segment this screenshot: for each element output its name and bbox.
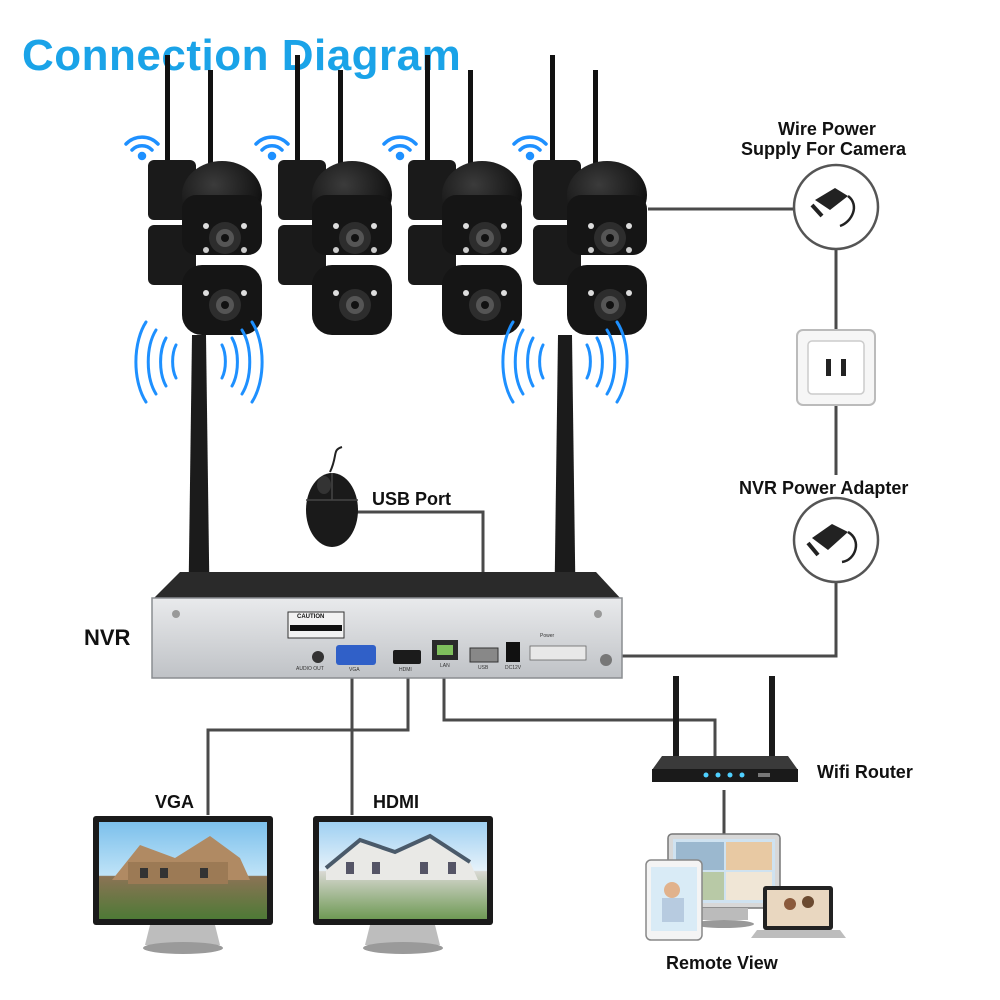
nvr-label: NVR	[84, 625, 131, 650]
nvr-box	[151, 572, 623, 679]
wire-power-label: Wire Power	[778, 119, 876, 139]
dc-port-label: DC12V	[505, 665, 522, 671]
camera-icon	[278, 55, 392, 335]
tablet-icon	[645, 859, 703, 941]
power-adapter-icon	[792, 496, 880, 584]
connection-lines	[206, 207, 838, 836]
lan-router-cable	[442, 656, 717, 760]
camera-icon	[533, 55, 647, 335]
cameras	[148, 55, 647, 335]
monitor-icon	[93, 816, 273, 954]
hdmi-port-label: HDMI	[399, 667, 412, 673]
supply-for-camera-label: Supply For Camera	[741, 139, 907, 159]
audio-out-port-label: AUDIO OUT	[296, 666, 324, 672]
camera-icon	[148, 55, 262, 335]
wifi-signal-icons	[124, 135, 548, 161]
camera-icon	[408, 55, 522, 335]
monitor-icon	[313, 816, 493, 954]
vga-label: VGA	[155, 792, 195, 812]
wifi-signal-icon	[254, 135, 290, 161]
wifi-router-label: Wifi Router	[817, 762, 913, 782]
lan-port-label: LAN	[440, 663, 450, 669]
diagram-title: Connection Diagram	[22, 31, 462, 80]
hdmi-label: HDMI	[373, 792, 419, 812]
nvr-power-adapter-label: NVR Power Adapter	[739, 478, 909, 498]
vga-port-label: VGA	[349, 667, 360, 673]
wifi-signal-icon	[512, 135, 548, 161]
remote-view-label: Remote View	[666, 953, 778, 973]
usb-port-label: USB Port	[372, 489, 452, 509]
wifi-signal-icon	[124, 135, 160, 161]
nvr-power-cable	[520, 583, 838, 658]
nvr-signal-waves	[134, 320, 629, 404]
wifi-signal-icon	[382, 135, 418, 161]
wall-socket-icon	[796, 329, 876, 406]
power-mark-label: Power	[540, 633, 555, 639]
power-adapter-icon	[792, 163, 880, 251]
usb-port-panel-label: USB	[478, 665, 489, 671]
vga-cable	[206, 670, 410, 815]
caution-label: CAUTION	[297, 614, 325, 620]
mouse-icon	[306, 446, 358, 547]
router-icon	[652, 676, 798, 782]
laptop-icon	[751, 886, 846, 938]
